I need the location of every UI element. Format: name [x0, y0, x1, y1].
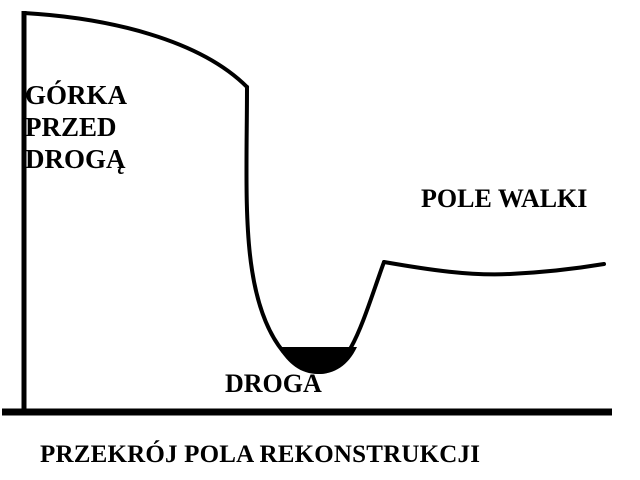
- battlefield-profile-line: [382, 260, 606, 277]
- hill-label: GÓRKA PRZED DROGĄ: [25, 79, 127, 175]
- hill-label-line-1: GÓRKA: [25, 80, 128, 110]
- road-label: DROGA: [225, 369, 322, 398]
- road-fill: [278, 347, 357, 374]
- road-cut-profile-line: [244, 85, 386, 374]
- hill-label-line-3: DROGĄ: [25, 144, 126, 174]
- hill-profile-line: [22, 11, 249, 89]
- battlefield-label: POLE WALKI: [421, 184, 588, 213]
- diagram-caption: PRZEKRÓJ POLA REKONSTRUKCJI: [40, 441, 481, 468]
- hill-label-line-2: PRZED: [25, 112, 117, 142]
